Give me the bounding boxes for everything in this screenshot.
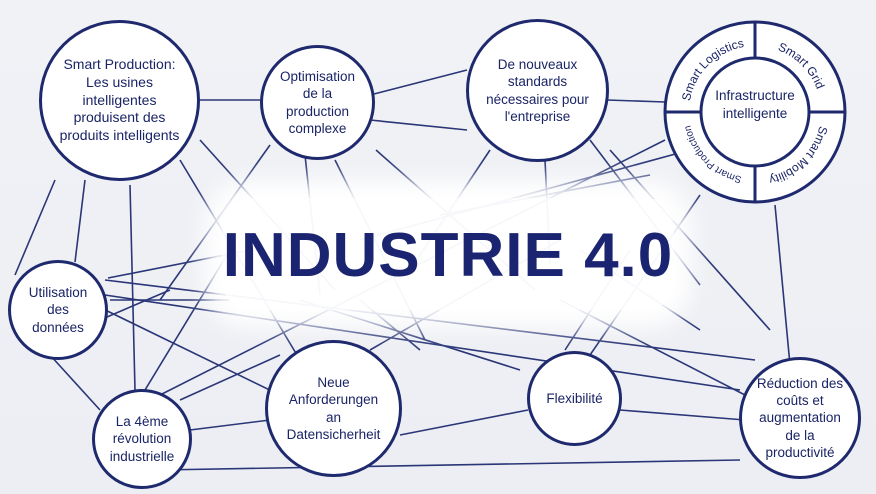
- connector-line: [189, 419, 271, 431]
- connector-line: [369, 69, 468, 96]
- connector-line: [14, 179, 56, 276]
- connector-line: [99, 289, 171, 321]
- connector-line: [179, 354, 281, 401]
- node-smart-production: Smart Production: Les usines intelligent…: [39, 20, 200, 181]
- connector-line: [159, 459, 741, 471]
- node-label: De nouveaux standards nécessaires pour l…: [486, 56, 589, 124]
- node-utilisation: Utilisation des données: [8, 260, 108, 360]
- connector-line: [606, 99, 666, 103]
- title-glow: [222, 198, 674, 310]
- node-revolution: La 4ème révolution industrielle: [92, 389, 192, 489]
- node-label: Optimisation de la production complexe: [279, 68, 356, 136]
- connector-line: [159, 144, 271, 301]
- connector-line: [399, 409, 529, 436]
- node-infrastructure-ring: Smart Logistics Smart Grid Smart Mobilit…: [663, 20, 847, 204]
- connector-line: [104, 294, 741, 391]
- node-label: La 4ème révolution industrielle: [109, 414, 175, 464]
- node-flexibilite: Flexibilité: [527, 351, 622, 446]
- connector-line: [104, 279, 756, 361]
- node-label: Flexibilité: [546, 390, 603, 406]
- connector-line: [74, 179, 86, 263]
- node-label: Neue Anforderungen an Datensicherheit: [286, 374, 381, 442]
- node-optimisation: Optimisation de la production complexe: [260, 45, 375, 160]
- connector-line: [299, 299, 521, 371]
- connector-line: [129, 184, 136, 391]
- node-standards: De nouveaux standards nécessaires pour l…: [466, 19, 609, 162]
- connector-line: [369, 119, 468, 131]
- connector-line: [619, 409, 746, 421]
- main-title: INDUSTRIE 4.0: [222, 220, 674, 290]
- node-label: Réduction des coûts et augmentation de l…: [756, 375, 844, 460]
- connector-line: [609, 149, 771, 331]
- connector-line: [774, 204, 791, 366]
- connector-line: [49, 354, 101, 411]
- node-reduction: Réduction des coûts et augmentation de l…: [739, 357, 861, 479]
- node-label: Utilisation des données: [28, 285, 88, 335]
- node-infrastructure-label: Infrastructure intelligente: [715, 88, 795, 122]
- connector-line: [559, 299, 746, 396]
- connector-line: [94, 304, 281, 396]
- node-label: Smart Production: Les usines intelligent…: [59, 55, 180, 144]
- node-datensicherheit: Neue Anforderungen an Datensicherheit: [265, 340, 402, 477]
- connector-line: [144, 249, 231, 391]
